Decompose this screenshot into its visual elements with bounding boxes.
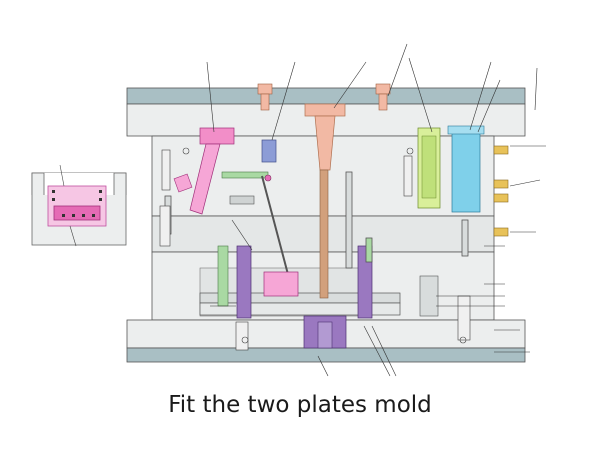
top-screws [257, 83, 391, 111]
bolts [159, 149, 471, 351]
ejector-block [263, 271, 299, 297]
top-clamp-plate [126, 87, 526, 105]
caption: Fit the two plates mold [168, 392, 432, 418]
cooling-channel-top [447, 125, 485, 135]
right-side-block [419, 275, 439, 317]
guide-pin [417, 127, 441, 209]
lifter-insert [173, 173, 193, 193]
inset-detail-view [31, 164, 127, 247]
sprue-bushing [304, 103, 346, 171]
cooling-channel [451, 129, 481, 213]
center-support-inner [317, 321, 333, 349]
slider-rods [221, 171, 291, 283]
inclined-lifter [189, 127, 235, 215]
bottom-clamp-plate [126, 347, 526, 363]
leader-lines [206, 43, 546, 377]
dowel-holes [182, 147, 467, 344]
sprue-channel [319, 169, 329, 299]
guide-block [261, 139, 277, 163]
water-fittings [493, 145, 509, 237]
return-pin [217, 245, 229, 307]
